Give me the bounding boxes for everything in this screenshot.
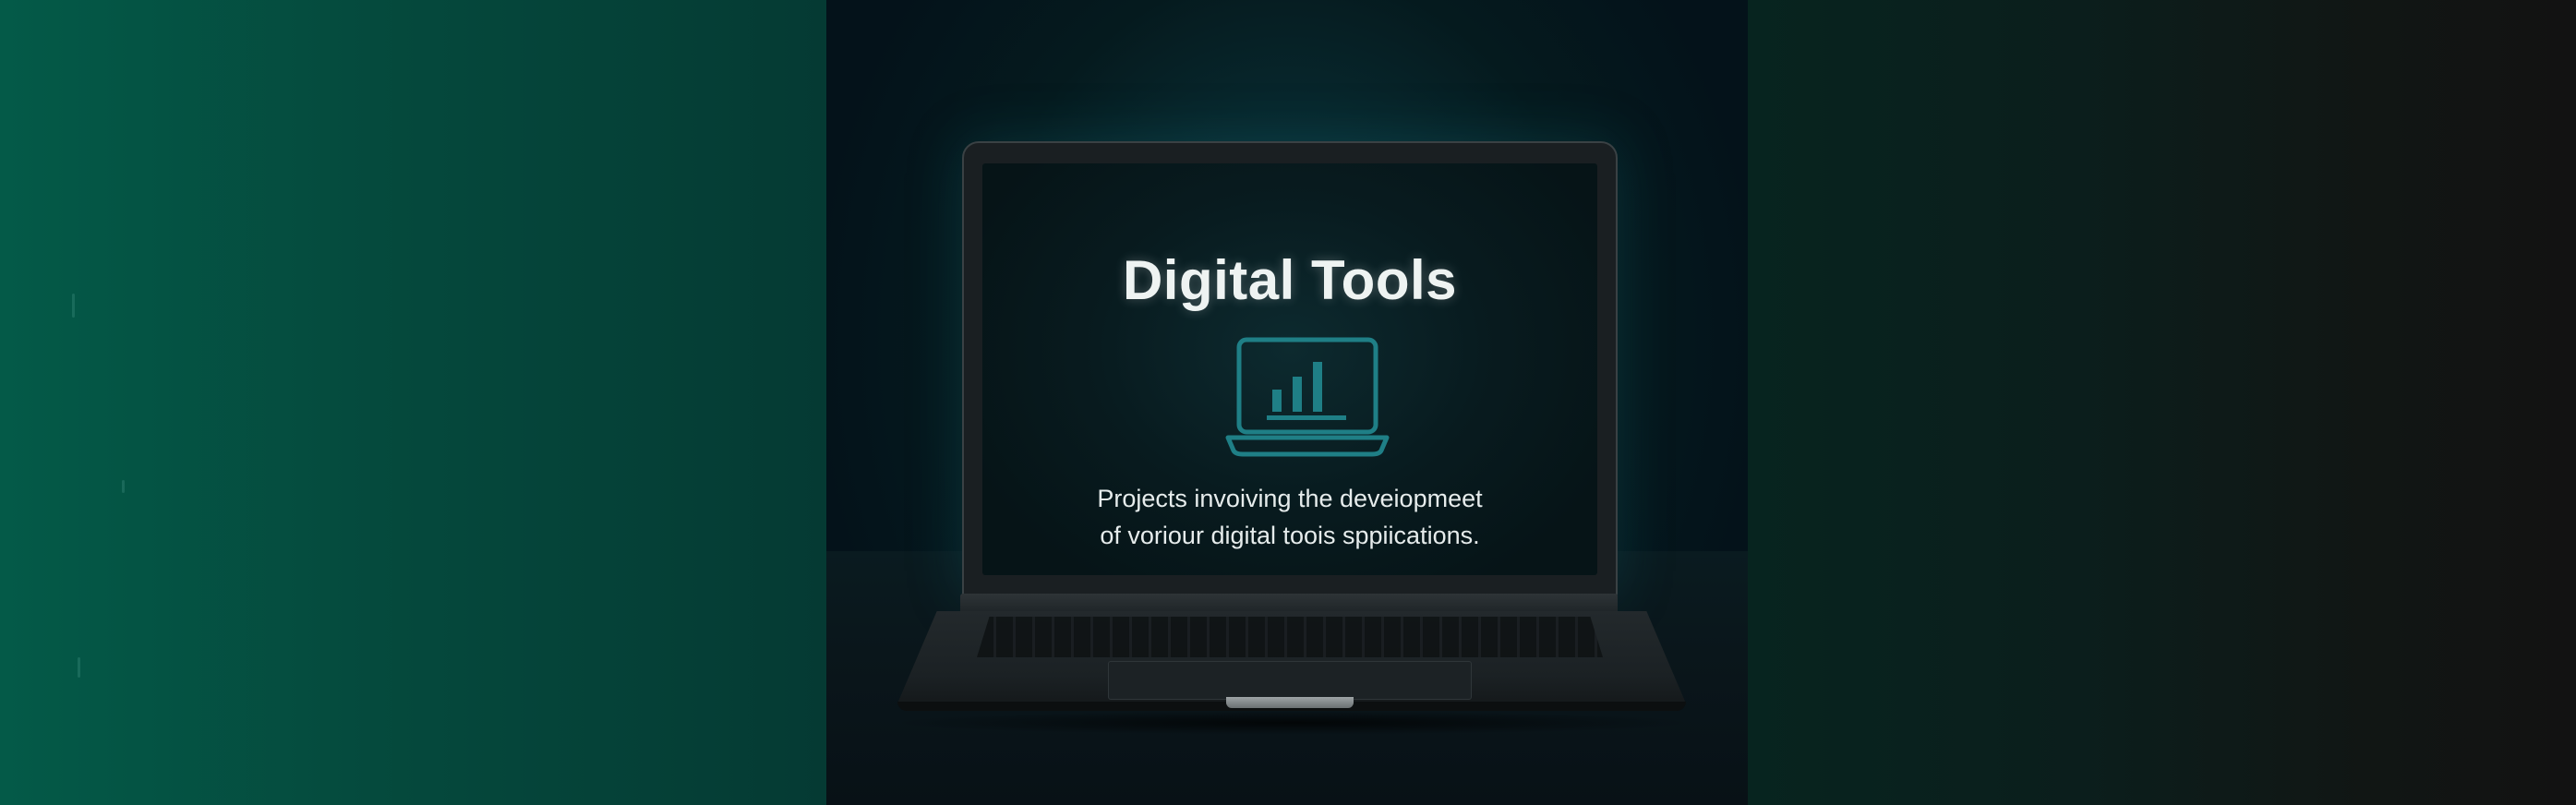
laptop-notch	[1226, 697, 1354, 708]
left-green-panel	[0, 0, 826, 805]
laptop-hinge	[960, 594, 1618, 614]
texture-streak	[122, 480, 125, 493]
screen-description-line: of voriour digital toois sppiications.	[1100, 522, 1480, 549]
laptop-lid: Digital Tools Projects invoiving the dev…	[962, 141, 1618, 597]
laptop-keyboard	[977, 617, 1603, 657]
screen-description-line: Projects invoiving the deveiopmeet	[1097, 485, 1483, 512]
texture-streak	[72, 294, 75, 318]
laptop-trackpad	[1108, 661, 1472, 700]
screen-title: Digital Tools	[1122, 249, 1458, 311]
right-dark-panel	[1748, 0, 2576, 805]
laptop-bar-chart-icon	[1225, 337, 1390, 457]
screen-description: Projects invoiving the deveiopmeet of vo…	[982, 480, 1597, 554]
texture-streak	[78, 657, 80, 678]
laptop-screen: Digital Tools Projects invoiving the dev…	[982, 163, 1597, 575]
laptop-shadow	[886, 711, 1699, 735]
